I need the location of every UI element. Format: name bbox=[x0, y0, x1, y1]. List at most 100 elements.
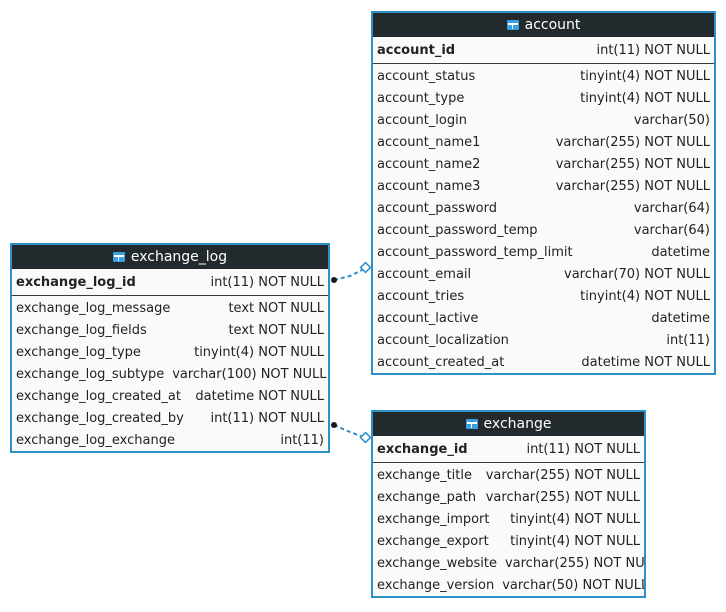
column-name: account_password_temp bbox=[377, 222, 538, 238]
primary-key-row[interactable]: exchange_log_id int(11) NOT NULL bbox=[12, 269, 328, 296]
column-type: int(11) NOT NULL bbox=[210, 410, 324, 426]
column-row[interactable]: account_name1 varchar(255) NOT NULL bbox=[373, 131, 714, 153]
exchange-log-table-header[interactable]: exchange_log bbox=[12, 245, 328, 269]
relation-exchange-log-to-exchange bbox=[331, 422, 372, 444]
column-row[interactable]: exchange_log_created_at datetime NOT NULL bbox=[12, 385, 328, 407]
relation-endpoint-dot bbox=[331, 277, 337, 283]
column-type: datetime NOT NULL bbox=[195, 388, 324, 404]
column-name: account_created_at bbox=[377, 354, 505, 370]
table-title: exchange_log bbox=[130, 249, 228, 265]
column-row[interactable]: exchange_log_type tinyint(4) NOT NULL bbox=[12, 341, 328, 363]
column-row[interactable]: account_status tinyint(4) NOT NULL bbox=[373, 65, 714, 87]
column-name: exchange_title bbox=[377, 467, 472, 483]
column-type: text NOT NULL bbox=[228, 300, 324, 316]
column-type: int(11) bbox=[666, 332, 710, 348]
account-table[interactable]: account account_id int(11) NOT NULL acco… bbox=[371, 11, 716, 375]
column-name: exchange_id bbox=[377, 441, 468, 457]
column-row[interactable]: account_name3 varchar(255) NOT NULL bbox=[373, 175, 714, 197]
exchange-log-table[interactable]: exchange_log exchange_log_id int(11) NOT… bbox=[10, 243, 330, 453]
column-name: account_password_temp_limit bbox=[377, 244, 573, 260]
column-row[interactable]: exchange_title varchar(255) NOT NULL bbox=[373, 464, 644, 486]
exchange-table[interactable]: exchange exchange_id int(11) NOT NULL ex… bbox=[371, 410, 646, 598]
column-name: exchange_log_fields bbox=[16, 322, 147, 338]
exchange-table-header[interactable]: exchange bbox=[373, 412, 644, 436]
column-row[interactable]: exchange_log_message text NOT NULL bbox=[12, 297, 328, 319]
account-table-header[interactable]: account bbox=[373, 13, 714, 37]
table-icon bbox=[465, 419, 478, 429]
column-row[interactable]: exchange_log_created_by int(11) NOT NULL bbox=[12, 407, 328, 429]
column-type: text NOT NULL bbox=[228, 322, 324, 338]
column-row[interactable]: exchange_export tinyint(4) NOT NULL bbox=[373, 530, 644, 552]
relation-exchange-log-to-account bbox=[331, 261, 372, 283]
column-row[interactable]: exchange_path varchar(255) NOT NULL bbox=[373, 486, 644, 508]
column-row[interactable]: exchange_log_fields text NOT NULL bbox=[12, 319, 328, 341]
primary-key-row[interactable]: account_id int(11) NOT NULL bbox=[373, 37, 714, 64]
column-row[interactable]: account_password varchar(64) bbox=[373, 197, 714, 219]
column-name: exchange_log_id bbox=[16, 274, 136, 290]
column-row[interactable]: account_password_temp varchar(64) bbox=[373, 219, 714, 241]
column-type: varchar(64) bbox=[633, 200, 710, 216]
column-type: varchar(50) NOT NULL bbox=[502, 577, 644, 593]
column-row[interactable]: exchange_version varchar(50) NOT NULL bbox=[373, 574, 644, 596]
column-name: exchange_path bbox=[377, 489, 477, 505]
column-list: exchange_title varchar(255) NOT NULL exch… bbox=[373, 463, 644, 596]
column-name: account_lactive bbox=[377, 310, 479, 326]
column-type: tinyint(4) NOT NULL bbox=[580, 90, 710, 106]
column-type: varchar(64) bbox=[633, 222, 710, 238]
column-type: int(11) NOT NULL bbox=[210, 274, 324, 290]
column-type: varchar(255) NOT NULL bbox=[485, 467, 640, 483]
column-name: exchange_log_message bbox=[16, 300, 171, 316]
column-name: exchange_log_type bbox=[16, 344, 141, 360]
relation-endpoint-dot bbox=[331, 422, 337, 428]
column-name: exchange_export bbox=[377, 533, 489, 549]
column-name: account_tries bbox=[377, 288, 465, 304]
table-icon bbox=[112, 252, 125, 262]
column-type: int(11) bbox=[280, 432, 324, 448]
relation-endpoint-diamond bbox=[359, 261, 372, 274]
column-type: tinyint(4) NOT NULL bbox=[580, 288, 710, 304]
column-name: exchange_version bbox=[377, 577, 495, 593]
column-name: account_status bbox=[377, 68, 476, 84]
column-type: tinyint(4) NOT NULL bbox=[580, 68, 710, 84]
column-name: exchange_log_subtype bbox=[16, 366, 165, 382]
column-name: exchange_log_exchange bbox=[16, 432, 175, 448]
table-title: account bbox=[524, 17, 581, 33]
column-name: exchange_log_created_by bbox=[16, 410, 184, 426]
column-type: varchar(255) NOT NULL bbox=[555, 178, 710, 194]
column-name: account_type bbox=[377, 90, 465, 106]
column-name: account_name1 bbox=[377, 134, 481, 150]
column-type: tinyint(4) NOT NULL bbox=[194, 344, 324, 360]
column-name: account_password bbox=[377, 200, 498, 216]
column-type: varchar(50) bbox=[633, 112, 710, 128]
column-type: varchar(255) NOT NULL bbox=[504, 555, 644, 571]
table-title: exchange bbox=[483, 416, 552, 432]
column-name: exchange_import bbox=[377, 511, 490, 527]
column-row[interactable]: account_tries tinyint(4) NOT NULL bbox=[373, 285, 714, 307]
column-type: varchar(255) NOT NULL bbox=[485, 489, 640, 505]
column-row[interactable]: account_created_at datetime NOT NULL bbox=[373, 351, 714, 373]
column-name: exchange_log_created_at bbox=[16, 388, 181, 404]
column-row[interactable]: account_type tinyint(4) NOT NULL bbox=[373, 87, 714, 109]
relation-endpoint-diamond bbox=[359, 431, 372, 444]
column-type: varchar(255) NOT NULL bbox=[555, 156, 710, 172]
column-type: varchar(70) NOT NULL bbox=[564, 266, 710, 282]
table-icon bbox=[506, 20, 519, 30]
column-type: int(11) NOT NULL bbox=[526, 441, 640, 457]
column-type: tinyint(4) NOT NULL bbox=[510, 533, 640, 549]
primary-key-row[interactable]: exchange_id int(11) NOT NULL bbox=[373, 436, 644, 463]
column-row[interactable]: exchange_log_exchange int(11) bbox=[12, 429, 328, 451]
column-type: int(11) NOT NULL bbox=[596, 42, 710, 58]
column-type: datetime NOT NULL bbox=[581, 354, 710, 370]
column-name: account_name3 bbox=[377, 178, 481, 194]
column-type: varchar(255) NOT NULL bbox=[555, 134, 710, 150]
